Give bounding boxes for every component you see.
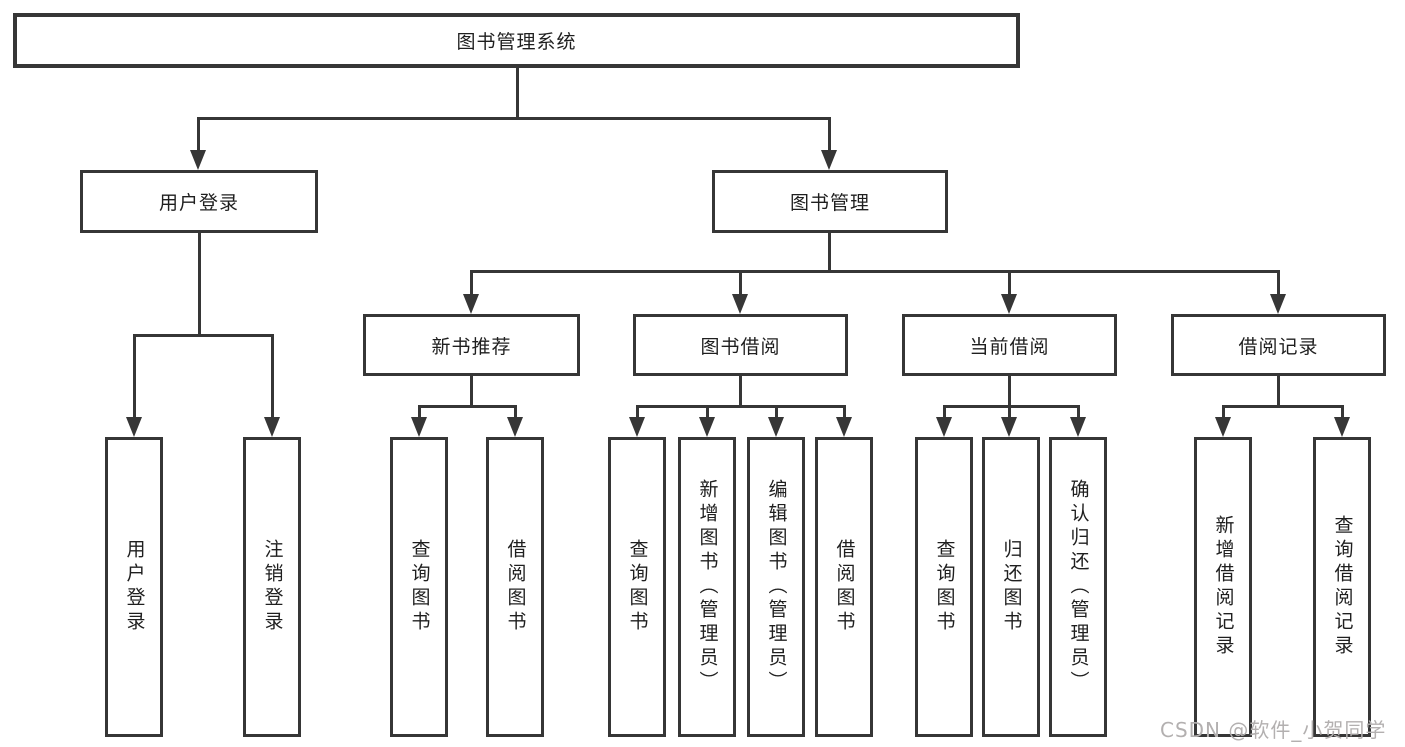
- connector-line: [197, 117, 200, 153]
- connector-line: [706, 405, 709, 419]
- csdn-watermark: CSDN @软件_小贺同学: [1160, 718, 1387, 742]
- node-label: 借阅记录: [1238, 335, 1319, 358]
- leaf-borrow-books-borrow: 借阅图书: [815, 437, 873, 737]
- leaf-confirm-return-admin: 确认归还（管理员）: [1049, 437, 1107, 737]
- leaf-label: 查询图书: [408, 539, 431, 635]
- arrow-down-icon: [411, 417, 427, 437]
- leaf-label: 查询图书: [626, 539, 649, 635]
- node-book-borrowing: 图书借阅: [633, 314, 848, 376]
- node-label: 当前借阅: [969, 335, 1050, 358]
- connector-line: [197, 117, 831, 120]
- arrow-down-icon: [126, 417, 142, 437]
- leaf-add-book-admin: 新增图书（管理员）: [678, 437, 736, 737]
- leaf-query-borrow-record: 查询借阅记录: [1313, 437, 1371, 737]
- connector-line: [1008, 376, 1011, 407]
- node-new-book-recommendation: 新书推荐: [363, 314, 580, 376]
- arrow-down-icon: [1334, 417, 1350, 437]
- leaf-label: 新增图书（管理员）: [696, 479, 719, 695]
- connector-line: [775, 405, 778, 419]
- connector-line: [636, 405, 639, 419]
- connector-line: [516, 68, 519, 118]
- node-user-login: 用户登录: [80, 170, 318, 233]
- connector-line: [843, 405, 846, 419]
- connector-line: [636, 405, 846, 408]
- leaf-label: 注销登录: [261, 539, 284, 635]
- connector-line: [828, 233, 831, 272]
- node-label: 图书管理系统: [456, 31, 577, 53]
- connector-line: [943, 405, 1080, 408]
- leaf-query-books-current: 查询图书: [915, 437, 973, 737]
- leaf-label: 编辑图书（管理员）: [765, 479, 788, 695]
- connector-line: [470, 376, 473, 407]
- leaf-edit-book-admin: 编辑图书（管理员）: [747, 437, 805, 737]
- connector-line: [418, 405, 517, 408]
- arrow-down-icon: [936, 417, 952, 437]
- leaf-add-borrow-record: 新增借阅记录: [1194, 437, 1252, 737]
- connector-line: [133, 334, 136, 418]
- connector-line: [198, 233, 201, 336]
- connector-line: [943, 405, 946, 419]
- leaf-label: 查询借阅记录: [1331, 515, 1354, 659]
- leaf-return-books: 归还图书: [982, 437, 1040, 737]
- leaf-label: 确认归还（管理员）: [1067, 479, 1090, 695]
- leaf-label: 查询图书: [933, 539, 956, 635]
- leaf-label: 借阅图书: [504, 539, 527, 635]
- node-label: 图书借阅: [700, 335, 781, 358]
- connector-line: [828, 117, 831, 153]
- arrow-down-icon: [699, 417, 715, 437]
- arrow-down-icon: [821, 150, 837, 170]
- connector-line: [1222, 405, 1225, 419]
- leaf-query-books-recommend: 查询图书: [390, 437, 448, 737]
- connector-line: [739, 376, 742, 407]
- connector-line: [133, 334, 274, 337]
- leaf-user-login: 用户登录: [105, 437, 163, 737]
- connector-line: [1222, 405, 1344, 408]
- arrow-down-icon: [1001, 294, 1017, 314]
- arrow-down-icon: [1001, 417, 1017, 437]
- connector-line: [470, 270, 473, 296]
- node-label: 图书管理: [789, 192, 870, 214]
- arrow-down-icon: [264, 417, 280, 437]
- connector-line: [470, 270, 1280, 273]
- connector-line: [271, 334, 274, 418]
- connector-line: [1008, 405, 1011, 419]
- node-label: 用户登录: [158, 192, 239, 214]
- leaf-logout: 注销登录: [243, 437, 301, 737]
- connector-line: [1008, 270, 1011, 296]
- connector-line: [514, 405, 517, 419]
- node-book-management: 图书管理: [712, 170, 948, 233]
- leaf-borrow-books-recommend: 借阅图书: [486, 437, 544, 737]
- arrow-down-icon: [629, 417, 645, 437]
- arrow-down-icon: [1070, 417, 1086, 437]
- connector-line: [1341, 405, 1344, 419]
- arrow-down-icon: [836, 417, 852, 437]
- leaf-label: 新增借阅记录: [1212, 515, 1235, 659]
- arrow-down-icon: [768, 417, 784, 437]
- connector-line: [1277, 376, 1280, 407]
- leaf-query-books-borrow: 查询图书: [608, 437, 666, 737]
- arrow-down-icon: [1215, 417, 1231, 437]
- arrow-down-icon: [190, 150, 206, 170]
- node-borrowing-records: 借阅记录: [1171, 314, 1386, 376]
- node-library-management-system: 图书管理系统: [13, 13, 1020, 68]
- arrow-down-icon: [507, 417, 523, 437]
- connector-line: [739, 270, 742, 296]
- leaf-label: 用户登录: [123, 539, 146, 635]
- leaf-label: 归还图书: [1000, 539, 1023, 635]
- arrow-down-icon: [732, 294, 748, 314]
- connector-line: [1077, 405, 1080, 419]
- node-current-borrowing: 当前借阅: [902, 314, 1117, 376]
- connector-line: [418, 405, 421, 419]
- arrow-down-icon: [1270, 294, 1286, 314]
- node-label: 新书推荐: [431, 335, 512, 358]
- leaf-label: 借阅图书: [833, 539, 856, 635]
- connector-line: [1277, 270, 1280, 296]
- arrow-down-icon: [463, 294, 479, 314]
